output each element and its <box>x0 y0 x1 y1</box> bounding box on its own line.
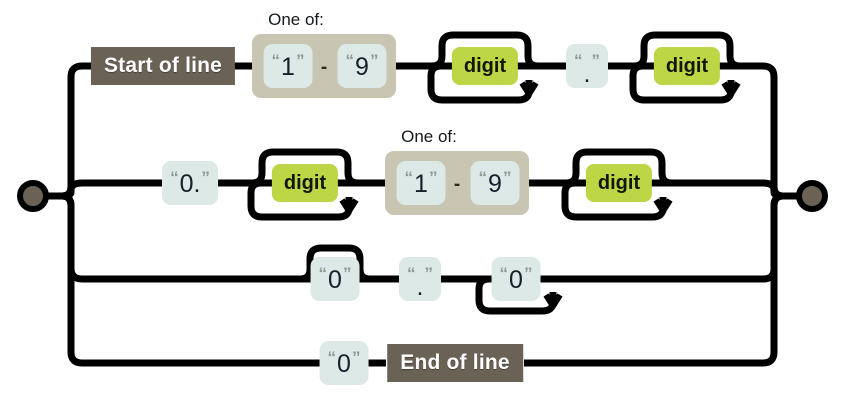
track-r2-digit-bypass <box>251 148 359 187</box>
open-quote: “ <box>170 168 179 187</box>
literal-1-row2[interactable]: “1” <box>396 161 446 205</box>
literal-9-row1-text: 9 <box>355 52 369 81</box>
track-r1-digit1-bypass <box>431 31 539 70</box>
open-quote: “ <box>345 51 355 70</box>
one-of-label-row1: One of: <box>268 10 324 29</box>
track-r2-digit2-bypass <box>565 148 673 187</box>
open-quote: “ <box>574 51 583 70</box>
track-r2-right <box>672 179 784 200</box>
track-r2-digit-loop <box>247 179 353 221</box>
literal-dot-row3[interactable]: “.” <box>399 257 441 301</box>
track-r1-digit2-bypass <box>633 31 741 70</box>
close-quote: ” <box>342 264 352 283</box>
digit-box-row1-a[interactable]: digit <box>451 47 519 85</box>
end-of-line-box[interactable]: End of line <box>387 344 523 382</box>
track-r3-right <box>560 192 784 283</box>
one-of-label-row2: One of: <box>401 127 457 146</box>
track-branch3-left <box>61 192 300 283</box>
end-of-line-label: End of line <box>400 351 510 374</box>
literal-0-row3-b[interactable]: “0” <box>491 257 541 301</box>
literal-9-row2-text: 9 <box>488 169 502 198</box>
track-r3-zero2-arrow <box>543 293 563 309</box>
open-quote: “ <box>327 348 337 367</box>
close-quote: ” <box>369 51 379 70</box>
track-r3-zero2-loop <box>475 275 557 315</box>
close-quote: ” <box>428 168 438 187</box>
literal-1-row2-text: 1 <box>414 169 428 198</box>
start-of-line-box[interactable]: Start of line <box>90 47 236 85</box>
literal-dot-row1[interactable]: “.” <box>566 44 608 88</box>
literal-0-row4-text: 0 <box>337 349 351 378</box>
start-of-line-label: Start of line <box>103 54 223 77</box>
literal-0-row3-b-text: 0 <box>509 265 523 294</box>
track-r2-digit2-arrow <box>653 198 673 214</box>
track-branch1-left <box>61 62 94 200</box>
start-point <box>17 180 49 212</box>
range-dash-row2: - <box>453 174 461 195</box>
track-r1-right <box>740 62 784 200</box>
digit-label: digit <box>283 171 327 194</box>
digit-label: digit <box>597 171 641 194</box>
close-quote: ” <box>502 168 512 187</box>
open-quote: “ <box>318 264 328 283</box>
digit-label: digit <box>463 54 507 77</box>
track-r1-digit2-arrow <box>721 81 741 97</box>
open-quote: “ <box>478 168 488 187</box>
track-branch2-left <box>61 179 162 200</box>
close-quote: ” <box>523 264 533 283</box>
open-quote: “ <box>404 168 414 187</box>
track-r1-digit2-loop <box>629 62 735 104</box>
digit-box-row1-b[interactable]: digit <box>653 47 721 85</box>
track-r3-zero1-bypass <box>299 244 371 283</box>
open-quote: “ <box>499 264 509 283</box>
literal-dot-row1-text: . <box>583 59 591 88</box>
close-quote: ” <box>201 168 210 187</box>
close-quote: ” <box>424 264 433 283</box>
range-dash-row1: - <box>320 57 328 78</box>
literal-9-row2[interactable]: “9” <box>470 161 520 205</box>
digit-box-row2-a[interactable]: digit <box>271 164 339 202</box>
track-branch4-left <box>61 192 322 367</box>
literal-9-row1[interactable]: “9” <box>337 44 387 88</box>
literal-0dot-row2[interactable]: “0.” <box>162 161 218 205</box>
literal-0dot-row2-text: 0. <box>179 169 201 198</box>
literal-1-row1-text: 1 <box>281 52 295 81</box>
literal-1-row1[interactable]: “1” <box>263 44 313 88</box>
close-quote: ” <box>591 51 600 70</box>
digit-box-row2-b[interactable]: digit <box>585 164 653 202</box>
track-r2-digit-arrow <box>339 198 359 214</box>
open-quote: “ <box>407 264 416 283</box>
literal-dot-row3-text: . <box>416 272 424 301</box>
literal-0-row3-a[interactable]: “0” <box>310 257 360 301</box>
open-quote: “ <box>271 51 281 70</box>
close-quote: ” <box>351 348 361 367</box>
close-quote: ” <box>295 51 305 70</box>
track-r1-digit1-arrow <box>519 81 539 97</box>
literal-0-row4[interactable]: “0” <box>319 341 369 385</box>
end-point <box>796 180 828 212</box>
track-r1-digit1-loop <box>427 62 533 104</box>
literal-0-row3-a-text: 0 <box>328 265 342 294</box>
track-r4-right <box>524 192 784 367</box>
track-r2-digit2-loop <box>561 179 667 221</box>
digit-label: digit <box>665 54 709 77</box>
